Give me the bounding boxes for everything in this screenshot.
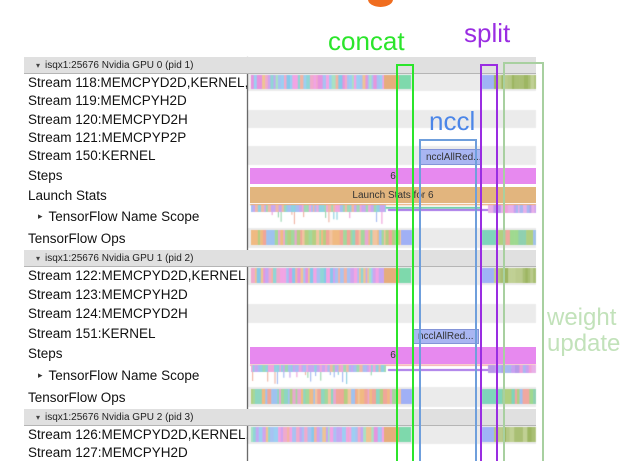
row-label-text: Stream 150:KERNEL bbox=[28, 148, 156, 163]
nccl-annotation-box bbox=[419, 139, 477, 461]
launch-stats-bar[interactable]: Launch Stats for 6 bbox=[250, 187, 536, 203]
row-label-text: Steps bbox=[28, 346, 63, 361]
row-label-text: TensorFlow Ops bbox=[28, 230, 126, 246]
row-label-text: Stream 118:MEMCPYD2D,KERNEL,ME bbox=[28, 74, 247, 90]
steps-bar[interactable]: 6 bbox=[250, 347, 536, 364]
weight-update-annotation-label: weight update bbox=[547, 304, 621, 357]
nccl-annotation-label: nccl bbox=[429, 106, 476, 136]
row-label: Steps bbox=[28, 343, 247, 364]
steps-bar[interactable]: 6 bbox=[250, 168, 536, 184]
row-label: Stream 151:KERNEL bbox=[28, 323, 247, 343]
row-label-text: Stream 121:MEMCPYP2P bbox=[28, 129, 187, 145]
row-label-text: Stream 120:MEMCPYD2H bbox=[28, 111, 188, 127]
concat-annotation-box bbox=[396, 64, 414, 461]
weight-update-annotation-box bbox=[503, 62, 544, 461]
row-label[interactable]: ▸ TensorFlow Name Scope bbox=[28, 364, 247, 387]
row-label: Launch Stats bbox=[28, 186, 247, 204]
row-label-text: Stream 122:MEMCPYD2D,KERNEL,MI bbox=[28, 268, 247, 283]
steps-bar-label: 6 bbox=[390, 170, 396, 182]
split-annotation-box bbox=[480, 64, 498, 461]
expand-arrow-icon: ▸ bbox=[38, 370, 43, 380]
row-label: Stream 122:MEMCPYD2D,KERNEL,MI bbox=[28, 266, 247, 285]
row-label-text: TensorFlow Name Scope bbox=[48, 208, 200, 224]
row-label: Stream 126:MEMCPYD2D,KERNEL,MI bbox=[28, 425, 247, 444]
row-label-text: TensorFlow Name Scope bbox=[48, 368, 200, 383]
expand-arrow-icon: ▸ bbox=[38, 210, 43, 221]
section-header[interactable]: ▾ isqx1:25676 Nvidia GPU 0 (pid 1) bbox=[24, 57, 536, 74]
row-label-text: Stream 124:MEMCPYD2H bbox=[28, 306, 188, 321]
row-label: Stream 121:MEMCPYP2P bbox=[28, 128, 247, 146]
collapse-arrow-icon: ▾ bbox=[36, 253, 41, 263]
collapse-arrow-icon: ▾ bbox=[36, 60, 41, 70]
row-label-text: Launch Stats bbox=[28, 187, 107, 203]
clipped-orange-text-fragment bbox=[368, 0, 393, 7]
row-label: Stream 150:KERNEL bbox=[28, 146, 247, 165]
row-label-text: TensorFlow Ops bbox=[28, 389, 126, 405]
row-label-text: Stream 126:MEMCPYD2D,KERNEL,MI bbox=[28, 427, 247, 442]
row-label: Stream 120:MEMCPYD2H bbox=[28, 110, 247, 128]
concat-annotation-label: concat bbox=[328, 26, 405, 56]
row-label[interactable]: ▸ TensorFlow Name Scope bbox=[28, 204, 247, 228]
section-header-label: isqx1:25676 Nvidia GPU 1 (pid 2) bbox=[45, 252, 194, 264]
row-label: Stream 118:MEMCPYD2D,KERNEL,ME bbox=[28, 73, 247, 91]
row-label-text: Stream 123:MEMCPYH2D bbox=[28, 287, 188, 302]
row-label: Stream 127:MEMCPYH2D bbox=[28, 444, 247, 461]
split-annotation-label: split bbox=[464, 18, 511, 48]
row-label-text: Stream 127:MEMCPYH2D bbox=[28, 445, 188, 460]
row-label: Stream 123:MEMCPYH2D bbox=[28, 285, 247, 304]
section-header-label: isqx1:25676 Nvidia GPU 0 (pid 1) bbox=[45, 59, 194, 71]
section-header[interactable]: ▾ isqx1:25676 Nvidia GPU 1 (pid 2) bbox=[24, 250, 536, 267]
row-label: Stream 124:MEMCPYD2H bbox=[28, 304, 247, 323]
nccl-allreduce-bar-label: ncclAllRed... bbox=[426, 151, 481, 163]
collapse-arrow-icon: ▾ bbox=[36, 412, 41, 422]
row-label: TensorFlow Ops bbox=[28, 387, 247, 407]
row-label-text: Stream 119:MEMCPYH2D bbox=[28, 93, 187, 108]
row-label: Stream 119:MEMCPYH2D bbox=[28, 91, 247, 110]
row-label: Steps bbox=[28, 165, 247, 186]
row-label-text: Steps bbox=[28, 168, 63, 183]
row-label-text: Stream 151:KERNEL bbox=[28, 325, 156, 341]
section-header-label: isqx1:25676 Nvidia GPU 2 (pid 3) bbox=[45, 411, 194, 423]
row-label: TensorFlow Ops bbox=[28, 228, 247, 248]
launch-stats-bar-label: Launch Stats for 6 bbox=[352, 189, 434, 201]
nccl-allreduce-bar-label: ncclAllRed... bbox=[418, 331, 474, 342]
steps-bar-label: 6 bbox=[390, 350, 396, 361]
section-header[interactable]: ▾ isqx1:25676 Nvidia GPU 2 (pid 3) bbox=[24, 409, 536, 426]
